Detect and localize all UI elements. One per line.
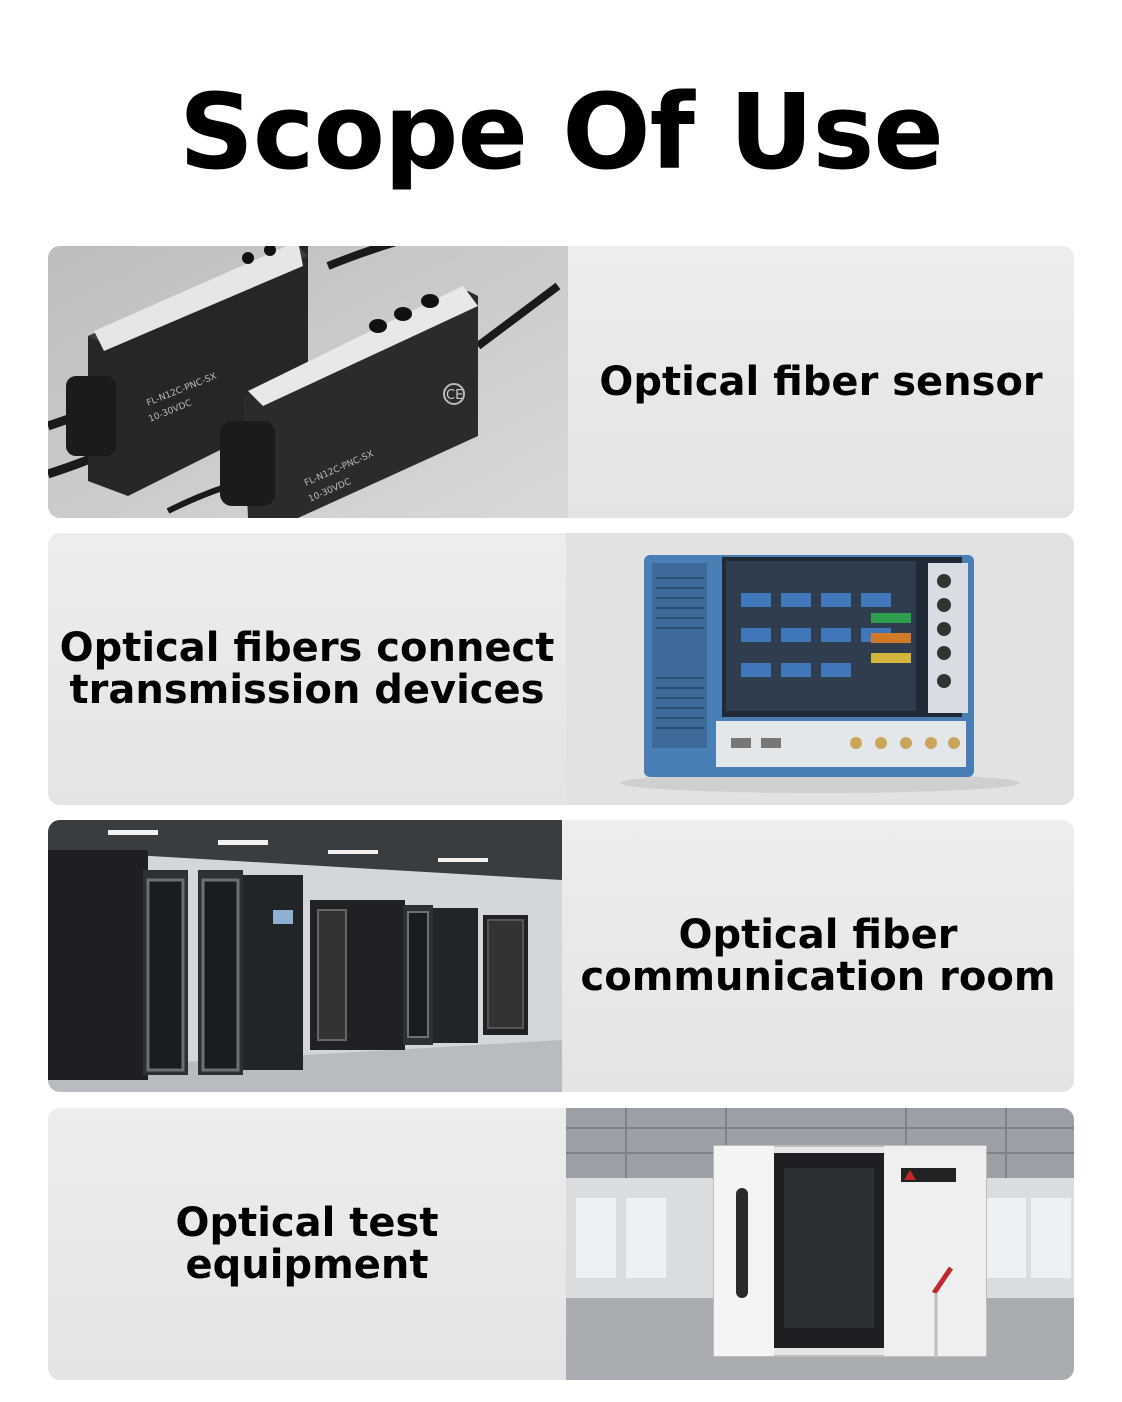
card-label: Optical test equipment <box>175 1200 439 1288</box>
card-label-panel: Optical test equipment <box>48 1108 566 1380</box>
card-optical-fiber-communication-room: Optical fiber communication room <box>48 820 1074 1092</box>
card-label-line-1: Optical fiber <box>678 912 958 958</box>
test-equipment-image <box>566 1108 1074 1380</box>
card-label-panel: Optical fiber communication room <box>562 820 1074 1092</box>
card-label-line-1: Optical fibers connect <box>59 625 555 671</box>
page-title: Scope Of Use <box>179 71 944 193</box>
card-label-line-2: communication room <box>580 954 1056 1000</box>
card-label-panel: Optical fibers connect transmission devi… <box>48 533 566 805</box>
server-room-image <box>48 820 562 1092</box>
card-label: Optical fiber sensor <box>599 359 1043 405</box>
card-optical-test-equipment: Optical test equipment <box>48 1108 1074 1380</box>
fiber-sensor-amplifier-image: FL-N12C-PNC-SX 10-30VDC FL-N12C-PNC-SX 1… <box>48 246 568 518</box>
card-optical-fiber-sensor: FL-N12C-PNC-SX 10-30VDC FL-N12C-PNC-SX 1… <box>48 246 1074 518</box>
card-label-panel: Optical fiber sensor <box>568 246 1074 518</box>
svg-text:CE: CE <box>446 388 463 403</box>
oscilloscope-image <box>566 533 1074 805</box>
card-optical-fibers-connect: Optical fibers connect transmission devi… <box>48 533 1074 805</box>
card-label-line-2: transmission devices <box>69 667 545 713</box>
